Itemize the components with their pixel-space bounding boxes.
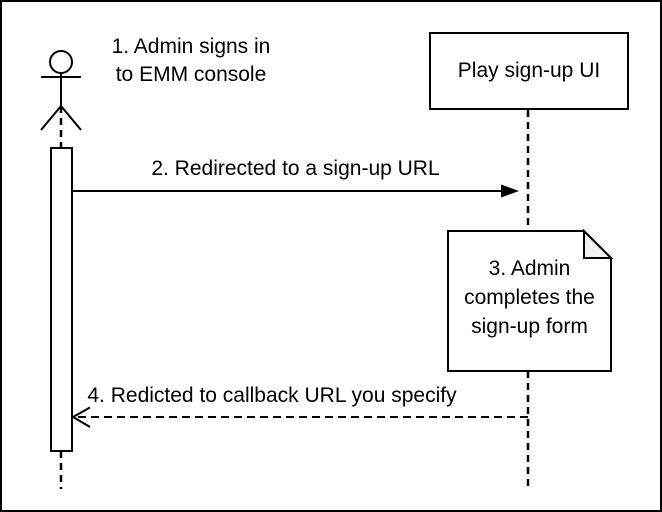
message2-arrowhead-icon (501, 184, 519, 198)
message4-arrow (70, 406, 528, 428)
play-signup-ui-box: Play sign-up UI (429, 32, 629, 110)
message4-arrowhead-icon (70, 406, 91, 428)
actor-head (49, 50, 73, 74)
note-fold-icon (583, 228, 614, 259)
note-label: 3. Admin completes the sign-up form (464, 256, 595, 338)
message2-arrow (72, 184, 519, 198)
note-shape (447, 228, 614, 372)
actor-left-leg (40, 105, 62, 131)
actor-right-leg (60, 105, 82, 131)
note-body (447, 230, 612, 372)
play-signup-ui-label: Play sign-up UI (457, 59, 601, 82)
step1-label: 1. Admin signs in to EMM console (111, 35, 271, 86)
actor-figure-icon (40, 50, 82, 131)
admin-activation-bar (50, 147, 73, 452)
message4-label: 4. Redicted to callback URL you specify (87, 384, 457, 407)
message2-label: 2. Redirected to a sign-up URL (151, 157, 440, 180)
